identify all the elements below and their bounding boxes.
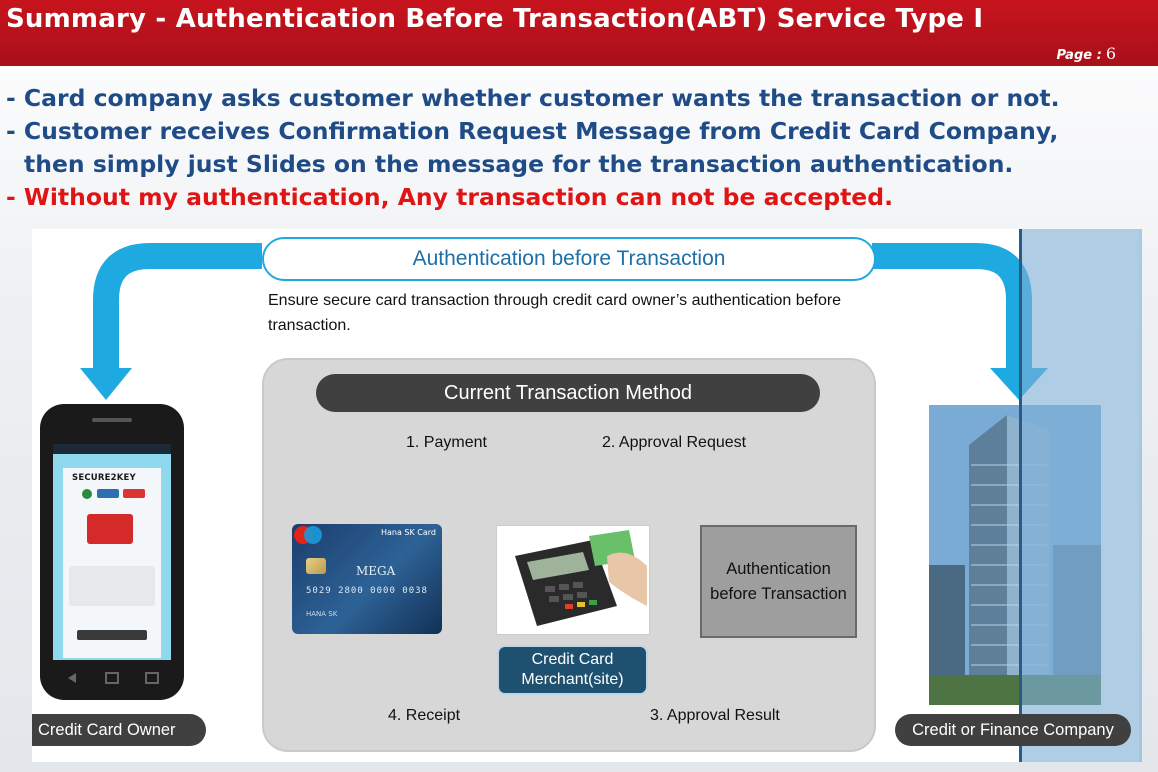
authentication-box: Authentication before Transaction — [700, 525, 857, 638]
phone-nav-keys — [68, 672, 159, 684]
merchant-box: Credit Card Merchant(site) — [497, 645, 648, 695]
owner-label: Credit Card Owner — [32, 714, 206, 746]
smartphone-icon — [40, 404, 184, 700]
company-label: Credit or Finance Company — [895, 714, 1131, 746]
diagram-header: Authentication before Transaction — [262, 237, 876, 281]
card-brand: Hana SK Card — [380, 528, 436, 537]
bullet-2-continuation: then simply just Slides on the message f… — [24, 150, 1014, 178]
highlight-overlay — [1019, 229, 1142, 762]
merchant-label-line2: Merchant(site) — [521, 671, 624, 688]
card-holder: HANA SK — [306, 610, 338, 618]
pos-terminal-icon — [496, 525, 650, 635]
title-bar: Summary - Authentication Before Transact… — [0, 0, 1158, 66]
maestro-logo-icon — [294, 526, 322, 544]
card-number: 5029 2800 0000 0038 — [306, 586, 428, 596]
phone-speaker — [92, 418, 132, 422]
summary-bullets: - Card company asks customer whether cus… — [6, 82, 1156, 214]
page-indicator: Page :6 — [1056, 44, 1116, 63]
merchant-label-line1: Credit Card — [531, 651, 614, 668]
page-title: Summary - Authentication Before Transact… — [6, 4, 984, 34]
bullet-2: - Customer receives Confirmation Request… — [6, 117, 1059, 145]
step-payment: 1. Payment — [406, 434, 487, 451]
pos-terminal-drawing — [515, 530, 647, 626]
phone-app-drawing — [53, 444, 171, 658]
bullet-1: - Card company asks customer whether cus… — [6, 84, 1060, 112]
page-number: 6 — [1105, 44, 1116, 63]
phone-screen — [53, 444, 171, 660]
credit-card-icon: Hana SK Card MEGA 5029 2800 0000 0038 HA… — [292, 524, 442, 634]
step-approval-result: 3. Approval Result — [650, 707, 780, 724]
step-receipt: 4. Receipt — [388, 707, 461, 724]
card-chip — [306, 558, 326, 574]
panel-title: Current Transaction Method — [316, 374, 820, 412]
secure2key-logo: SECURE2KEY — [72, 473, 136, 483]
diagram-description: Ensure secure card transaction through c… — [268, 292, 842, 334]
step-approval-request: 2. Approval Request — [602, 434, 747, 451]
blue-curved-arrow-icon — [80, 243, 262, 400]
bullet-3-alert: - Without my authentication, Any transac… — [6, 183, 893, 211]
page-label: Page : — [1056, 48, 1102, 63]
card-name: MEGA — [356, 564, 396, 578]
